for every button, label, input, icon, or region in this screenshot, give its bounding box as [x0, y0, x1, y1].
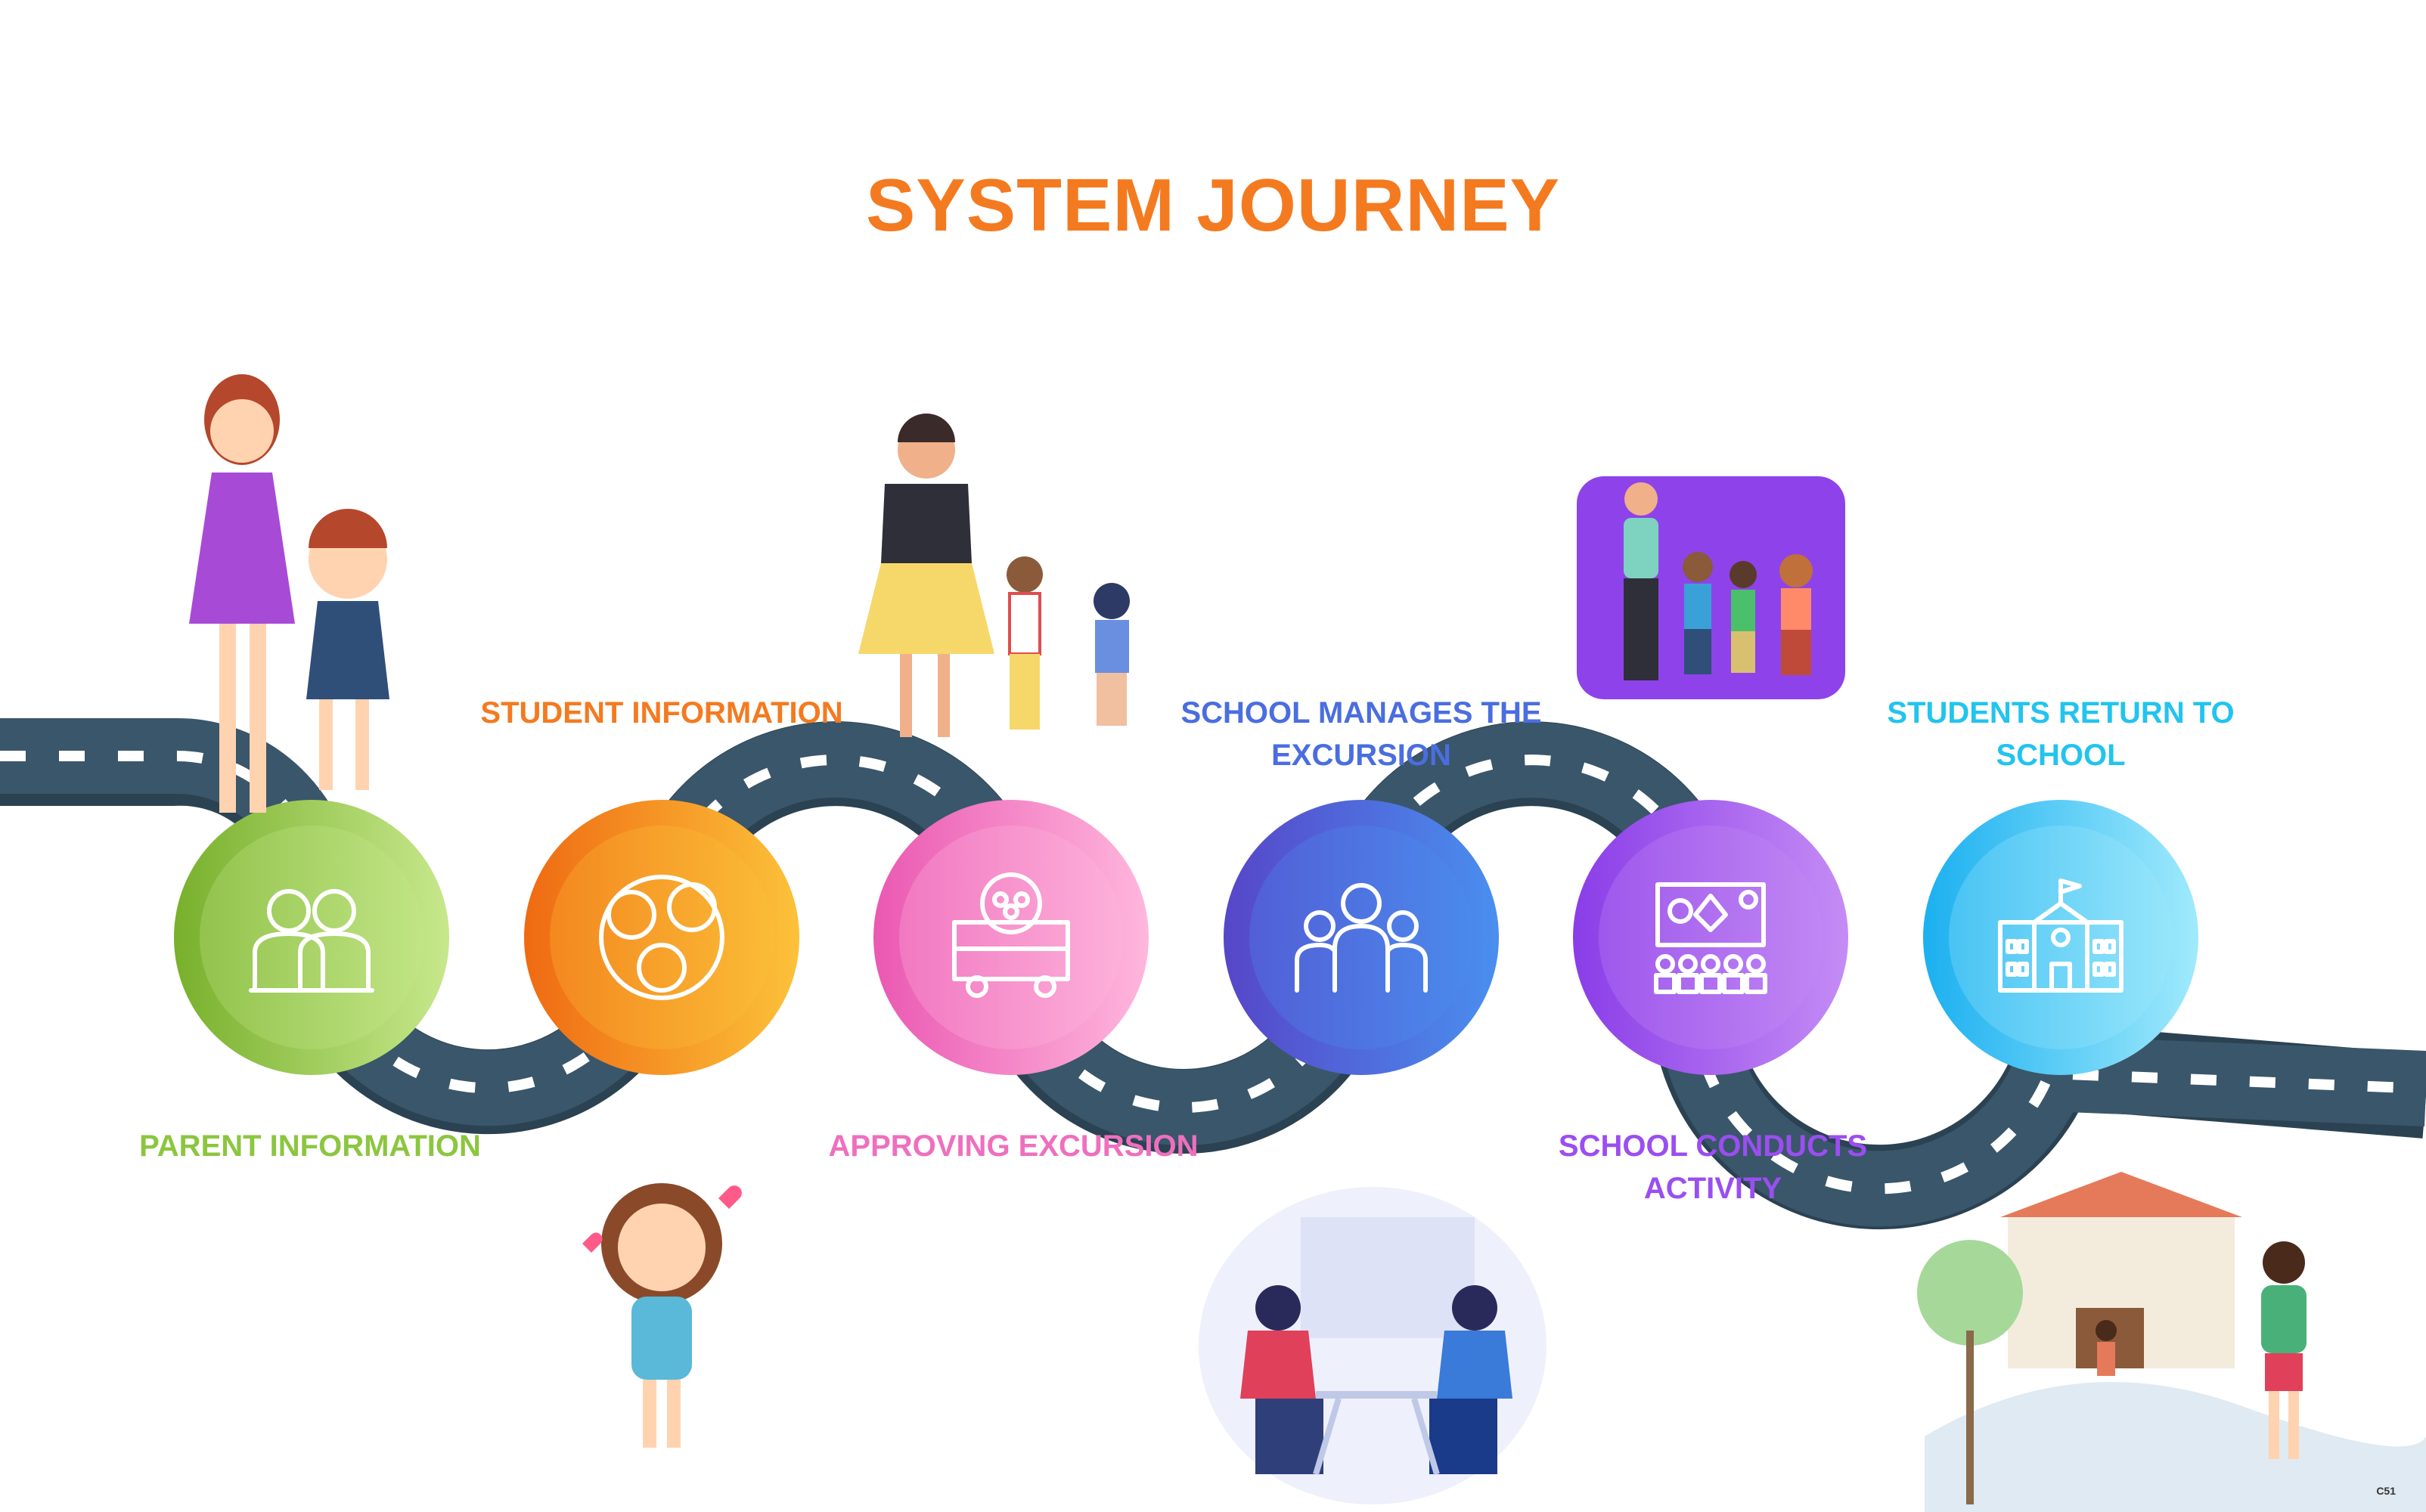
step-circle-2 — [524, 800, 799, 1075]
step-label-line: SCHOOL CONDUCTS — [1558, 1129, 1868, 1163]
step-label-approving-excursion: APPROVING EXCURSION — [813, 1125, 1214, 1167]
students-walking-to-school-illustration — [1917, 1172, 2426, 1512]
step-label-line: STUDENT INFORMATION — [480, 696, 843, 730]
step-circle-1 — [174, 800, 449, 1075]
step-circle-outer — [1224, 800, 1499, 1075]
activity-board-icon — [1654, 882, 1767, 994]
step-circle-outer — [1573, 800, 1848, 1075]
step-label-line: STUDENTS RETURN TO — [1887, 696, 2235, 730]
bus-icon — [952, 872, 1070, 998]
step-circle-outer — [1923, 800, 2198, 1075]
students-faces-icon — [599, 875, 724, 1000]
step-label-line: EXCURSION — [1271, 739, 1451, 772]
step-label-student-information: STUDENT INFORMATION — [461, 692, 862, 734]
school-building-icon — [1998, 878, 2124, 993]
step-circle-inner-ring — [1249, 826, 1473, 1049]
step-label-students-return-to-school: STUDENTS RETURN TO SCHOOL — [1860, 692, 2261, 776]
teacher-with-kids-card — [1577, 476, 1845, 699]
step-circle-6 — [1923, 800, 2198, 1075]
step-label-school-manages-excursion: SCHOOL MANAGES THE EXCURSION — [1157, 692, 1565, 776]
step-label-school-conducts-activity: SCHOOL CONDUCTS ACTIVITY — [1512, 1125, 1913, 1210]
step-circle-outer — [873, 800, 1149, 1075]
parents-icon — [249, 889, 374, 993]
mother-and-daughter-illustration — [189, 374, 389, 813]
step-label-line: SCHOOL — [1996, 739, 2126, 772]
teacher-with-children-illustration — [858, 414, 1130, 737]
step-circle-4 — [1224, 800, 1499, 1075]
step-circle-3 — [873, 800, 1149, 1075]
step-label-line: PARENT INFORMATION — [139, 1129, 481, 1163]
group-icon — [1295, 883, 1428, 993]
corner-badge: C51 — [2376, 1485, 2396, 1497]
step-circle-inner-ring — [1949, 826, 2173, 1049]
step-label-line: SCHOOL MANAGES THE — [1180, 696, 1542, 730]
girl-with-hearts-illustration — [582, 1183, 742, 1448]
step-label-parent-information: PARENT INFORMATION — [113, 1125, 507, 1167]
step-circle-inner-ring — [1599, 826, 1823, 1049]
page-title: SYSTEM JOURNEY — [866, 163, 1560, 246]
step-label-line: ACTIVITY — [1643, 1172, 1782, 1205]
step-label-line: APPROVING EXCURSION — [828, 1129, 1199, 1163]
step-circle-5 — [1573, 800, 1848, 1075]
step-circle-outer — [524, 800, 799, 1075]
step-circle-inner-ring — [899, 826, 1123, 1049]
step-circle-inner-ring — [550, 826, 774, 1049]
meeting-at-table-illustration — [1199, 1187, 1546, 1504]
